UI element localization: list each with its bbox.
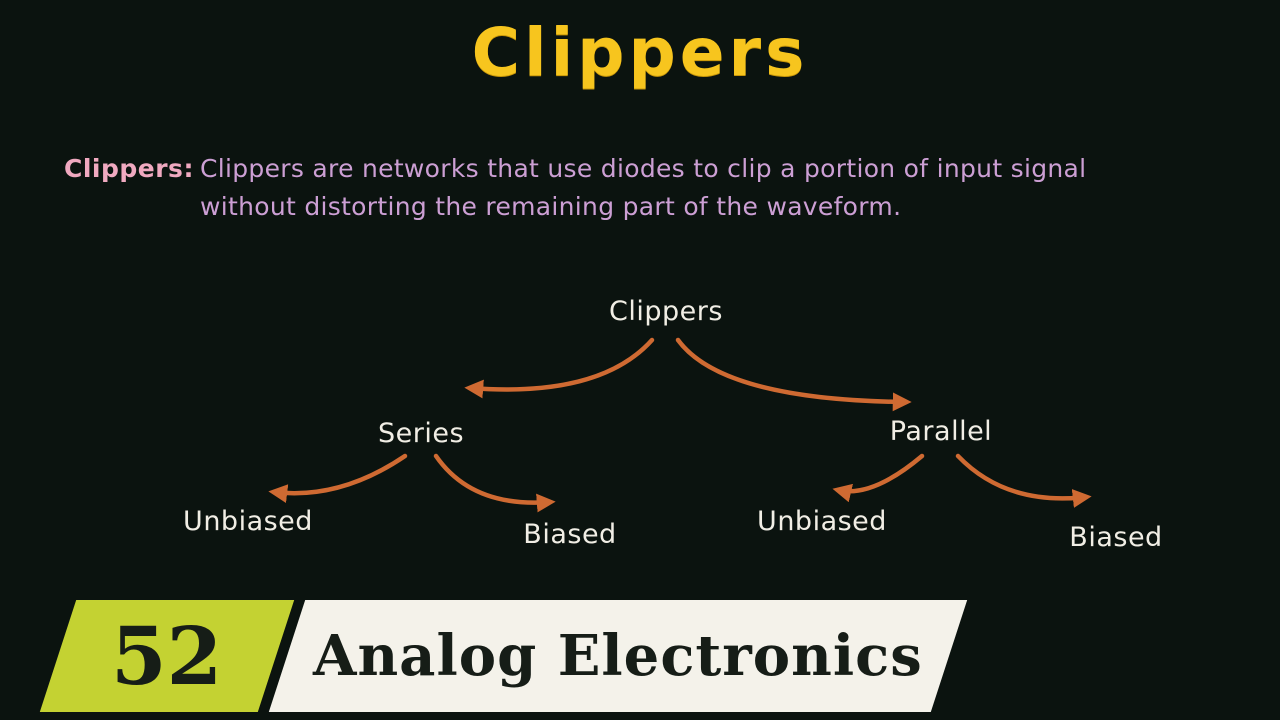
definition-text: Clippers are networks that use diodes to… [200, 154, 1087, 221]
arrow-parallel-to-unbiased [832, 453, 925, 503]
tree-node-series: Series [377, 418, 465, 449]
tree-node-series-biased: Biased [523, 519, 617, 550]
bottom-banner: 52 Analog Electronics [39, 600, 968, 712]
definition-block: Clippers: Clippers are networks that use… [64, 150, 1185, 225]
tree-node-parallel-biased: Biased [1069, 522, 1163, 553]
page-title: Clippers [471, 14, 809, 91]
series-title-badge: Analog Electronics [268, 600, 968, 712]
series-title: Analog Electronics [313, 623, 923, 689]
episode-number: 52 [111, 609, 223, 703]
arrow-parallel-to-biased [955, 453, 1092, 508]
episode-number-badge: 52 [39, 600, 295, 712]
arrow-series-to-biased [433, 453, 556, 513]
arrow-clippers-to-parallel [675, 337, 912, 412]
arrow-clippers-to-series [464, 337, 655, 399]
tree-node-parallel: Parallel [889, 416, 993, 447]
definition-label: Clippers: [64, 154, 194, 183]
tree-node-clippers: Clippers [609, 296, 723, 327]
tree-node-series-unbiased: Unbiased [183, 506, 313, 537]
tree-node-parallel-unbiased: Unbiased [757, 506, 887, 537]
arrow-series-to-unbiased [268, 453, 408, 503]
